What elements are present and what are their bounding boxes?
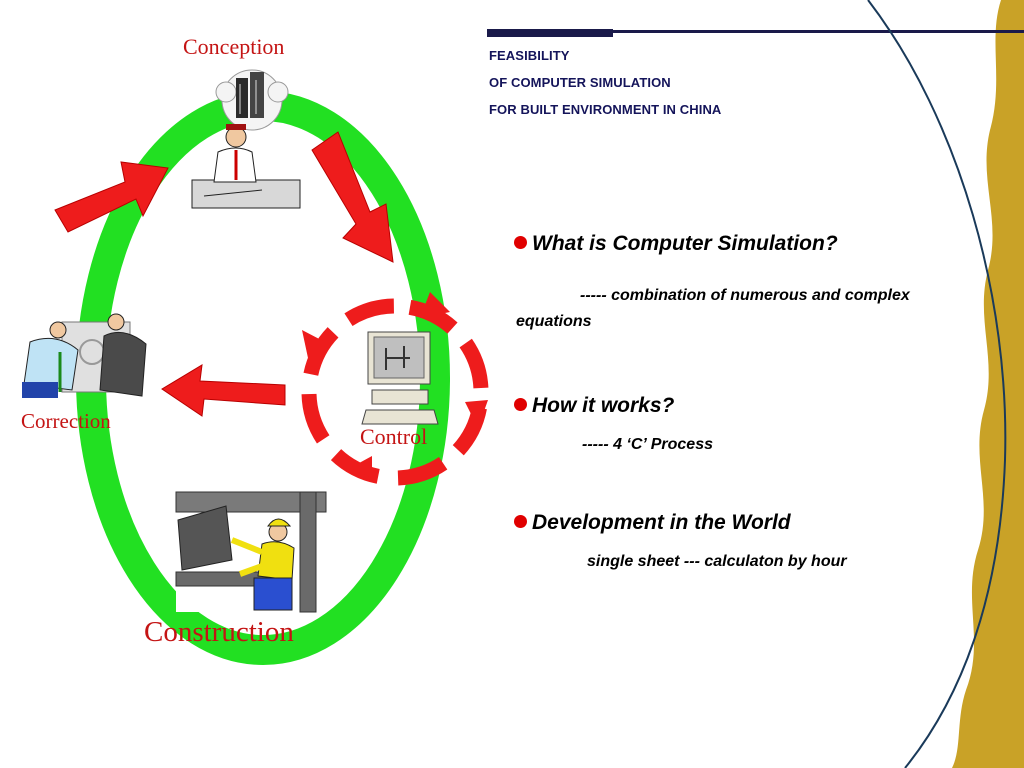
bullet-heading: How it works? <box>532 394 675 417</box>
slide-title-line-2: OF COMPUTER SIMULATION <box>489 75 671 90</box>
building-icon <box>215 69 289 131</box>
bullet-heading: Development in the World <box>532 511 791 534</box>
slide-title: FEASIBILITY OF COMPUTER SIMULATION FOR B… <box>489 46 721 127</box>
arrow-conception-to-control <box>311 131 394 263</box>
control-loop-arrows <box>301 298 489 486</box>
decorative-curve <box>867 0 1007 768</box>
bullet-dot-icon <box>514 236 527 249</box>
bullet-development: Development in the World <box>514 511 791 535</box>
bullet-detail: single sheet --- calculaton by hour <box>587 553 847 570</box>
loop-arrowhead-left <box>302 330 325 358</box>
bullet-detail: ----- combination of numerous and comple… <box>516 287 910 330</box>
stage-label-conception: Conception <box>183 34 285 59</box>
gold-wave-band <box>952 0 1024 768</box>
thinking-engineer-icon <box>191 124 301 209</box>
slide-title-line-1: FEASIBILITY <box>489 48 570 63</box>
bullet-what-is-simulation: What is Computer Simulation? <box>514 232 838 256</box>
bullet-dot-icon <box>514 398 527 411</box>
construction-worker-icon <box>175 490 327 613</box>
loop-arrowhead-top <box>420 292 450 318</box>
title-rule-line <box>613 30 1024 33</box>
bullet-how-it-works: How it works? <box>514 394 674 418</box>
four-c-cycle-diagram <box>22 69 489 665</box>
discussing-engineers-icon <box>22 313 147 398</box>
bullet-detail: ----- 4 ‘C’ Process <box>582 436 713 453</box>
bullet-heading: What is Computer Simulation? <box>532 232 838 255</box>
computer-icon <box>361 331 439 425</box>
title-rule-dark <box>487 29 613 37</box>
stage-label-control: Control <box>360 424 428 449</box>
slide-title-line-3: FOR BUILT ENVIRONMENT IN CHINA <box>489 102 722 117</box>
loop-arrowhead-bottom <box>350 456 372 478</box>
bullet-dot-icon <box>514 515 527 528</box>
stage-label-correction: Correction <box>21 409 111 433</box>
arrow-correction-to-conception <box>54 161 169 233</box>
arrow-control-to-correction <box>161 364 286 417</box>
stage-label-construction: Construction <box>144 616 294 648</box>
loop-arrowhead-right <box>465 400 488 428</box>
